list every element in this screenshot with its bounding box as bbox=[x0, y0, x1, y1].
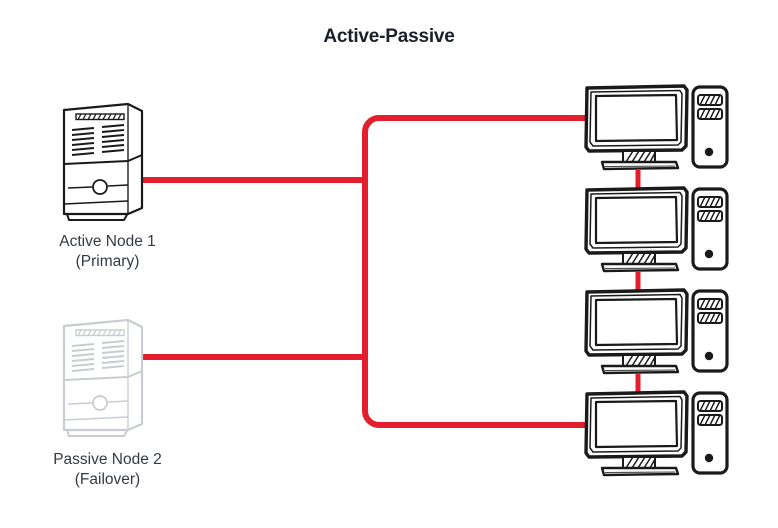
client-3[interactable] bbox=[584, 288, 729, 375]
desktop-monitor-icon[interactable] bbox=[584, 186, 689, 273]
pc-tower-icon[interactable] bbox=[691, 289, 729, 373]
node-passive-label: Passive Node 2 (Failover) bbox=[15, 450, 200, 490]
node-active-server[interactable] bbox=[62, 102, 144, 222]
node-passive-server[interactable] bbox=[62, 318, 144, 438]
desktop-monitor-icon[interactable] bbox=[584, 390, 689, 477]
node-active-label-line2: (Primary) bbox=[75, 253, 140, 270]
desktop-monitor-icon[interactable] bbox=[584, 84, 689, 171]
node-active-label: Active Node 1 (Primary) bbox=[20, 232, 195, 272]
node-passive-label-line2: (Failover) bbox=[74, 471, 141, 488]
link-bus-trunk bbox=[362, 115, 586, 428]
node-passive-label-line1: Passive Node 2 bbox=[53, 451, 162, 468]
pc-tower-icon[interactable] bbox=[691, 391, 729, 475]
client-2[interactable] bbox=[584, 186, 729, 273]
client-1[interactable] bbox=[584, 84, 729, 171]
client-4[interactable] bbox=[584, 390, 729, 477]
pc-tower-icon[interactable] bbox=[691, 85, 729, 169]
page-title: Active-Passive bbox=[323, 26, 455, 47]
node-active-label-line1: Active Node 1 bbox=[59, 233, 156, 250]
pc-tower-icon[interactable] bbox=[691, 187, 729, 271]
desktop-monitor-icon[interactable] bbox=[584, 288, 689, 375]
